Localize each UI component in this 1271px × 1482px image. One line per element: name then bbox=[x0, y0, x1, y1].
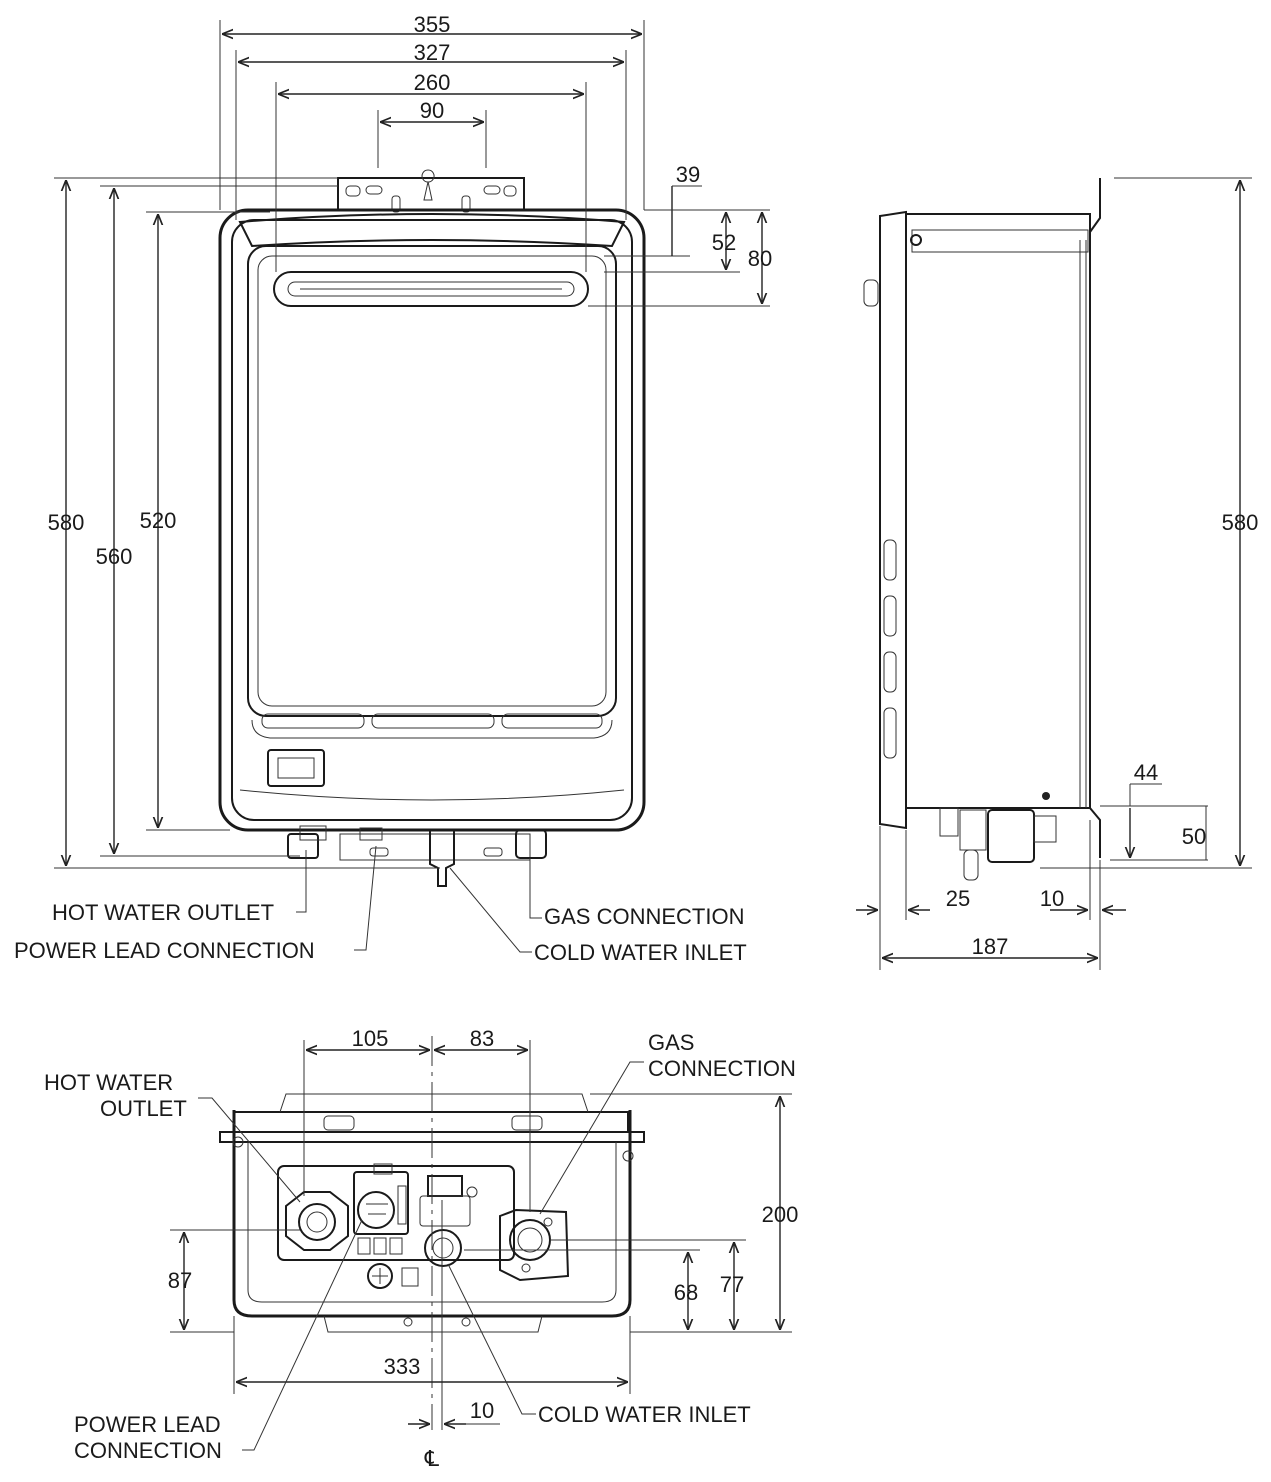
bottom-label-power-1: POWER LEAD bbox=[74, 1412, 221, 1437]
bottom-dim-105: 105 bbox=[352, 1026, 389, 1051]
bottom-dim-68: 68 bbox=[674, 1280, 698, 1305]
bottom-label-gas-1: GAS bbox=[648, 1030, 694, 1055]
dim-520: 520 bbox=[140, 508, 177, 533]
dim-260: 260 bbox=[414, 70, 451, 95]
bottom-label-gas-2: CONNECTION bbox=[648, 1056, 796, 1081]
cold-water-inlet-fitting bbox=[429, 829, 455, 887]
bottom-fittings-plate bbox=[277, 1165, 515, 1261]
bottom-label-hot-water-1: HOT WATER bbox=[44, 1070, 173, 1095]
side-dim-50: 50 bbox=[1182, 824, 1206, 849]
bottom-label-cold-water: COLD WATER INLET bbox=[538, 1402, 751, 1427]
label-power-lead-connection: POWER LEAD CONNECTION bbox=[14, 938, 315, 963]
label-gas-connection: GAS CONNECTION bbox=[544, 904, 744, 929]
dim-560: 560 bbox=[96, 544, 133, 569]
bottom-hot-water-outlet bbox=[285, 1191, 349, 1251]
dim-80: 80 bbox=[748, 246, 772, 271]
side-dim-10: 10 bbox=[1040, 886, 1064, 911]
dim-39: 39 bbox=[676, 162, 700, 187]
side-dim-580: 580 bbox=[1222, 510, 1259, 535]
bottom-view: 105 83 200 87 68 77 333 10 ℄ HOT WATER bbox=[44, 1026, 798, 1471]
label-cold-water-inlet: COLD WATER INLET bbox=[534, 940, 747, 965]
side-dim-187: 187 bbox=[972, 934, 1009, 959]
side-main-body bbox=[905, 213, 1091, 809]
display-window bbox=[267, 749, 325, 787]
front-panel bbox=[247, 245, 617, 717]
bottom-dim-200: 200 bbox=[762, 1202, 799, 1227]
bottom-dim-87: 87 bbox=[168, 1268, 192, 1293]
side-view: 580 44 50 25 10 187 bbox=[856, 177, 1259, 970]
flue-slot bbox=[273, 271, 589, 307]
dim-90: 90 bbox=[420, 98, 444, 123]
gas-connection-fitting bbox=[515, 829, 547, 859]
side-dim-25: 25 bbox=[946, 886, 970, 911]
label-hot-water-outlet: HOT WATER OUTLET bbox=[52, 900, 274, 925]
hot-water-outlet-fitting bbox=[287, 833, 319, 859]
bottom-dim-333: 333 bbox=[384, 1354, 421, 1379]
side-dim-44: 44 bbox=[1134, 760, 1158, 785]
bottom-dim-10: 10 bbox=[470, 1398, 494, 1423]
centerline-symbol: ℄ bbox=[424, 1446, 440, 1471]
bottom-label-hot-water-2: OUTLET bbox=[100, 1096, 187, 1121]
dim-580: 580 bbox=[48, 510, 85, 535]
dim-52: 52 bbox=[712, 230, 736, 255]
dim-355: 355 bbox=[414, 12, 451, 37]
front-view: 355 327 260 90 39 52 80 580 56 bbox=[14, 12, 772, 965]
bottom-cold-water-inlet bbox=[401, 1175, 478, 1287]
bottom-gas-connection bbox=[499, 1208, 570, 1282]
bottom-label-power-2: CONNECTION bbox=[74, 1438, 222, 1463]
bottom-dim-77: 77 bbox=[720, 1272, 744, 1297]
bottom-power-lead bbox=[353, 1163, 409, 1255]
bottom-dim-83: 83 bbox=[470, 1026, 494, 1051]
dim-327: 327 bbox=[414, 40, 451, 65]
